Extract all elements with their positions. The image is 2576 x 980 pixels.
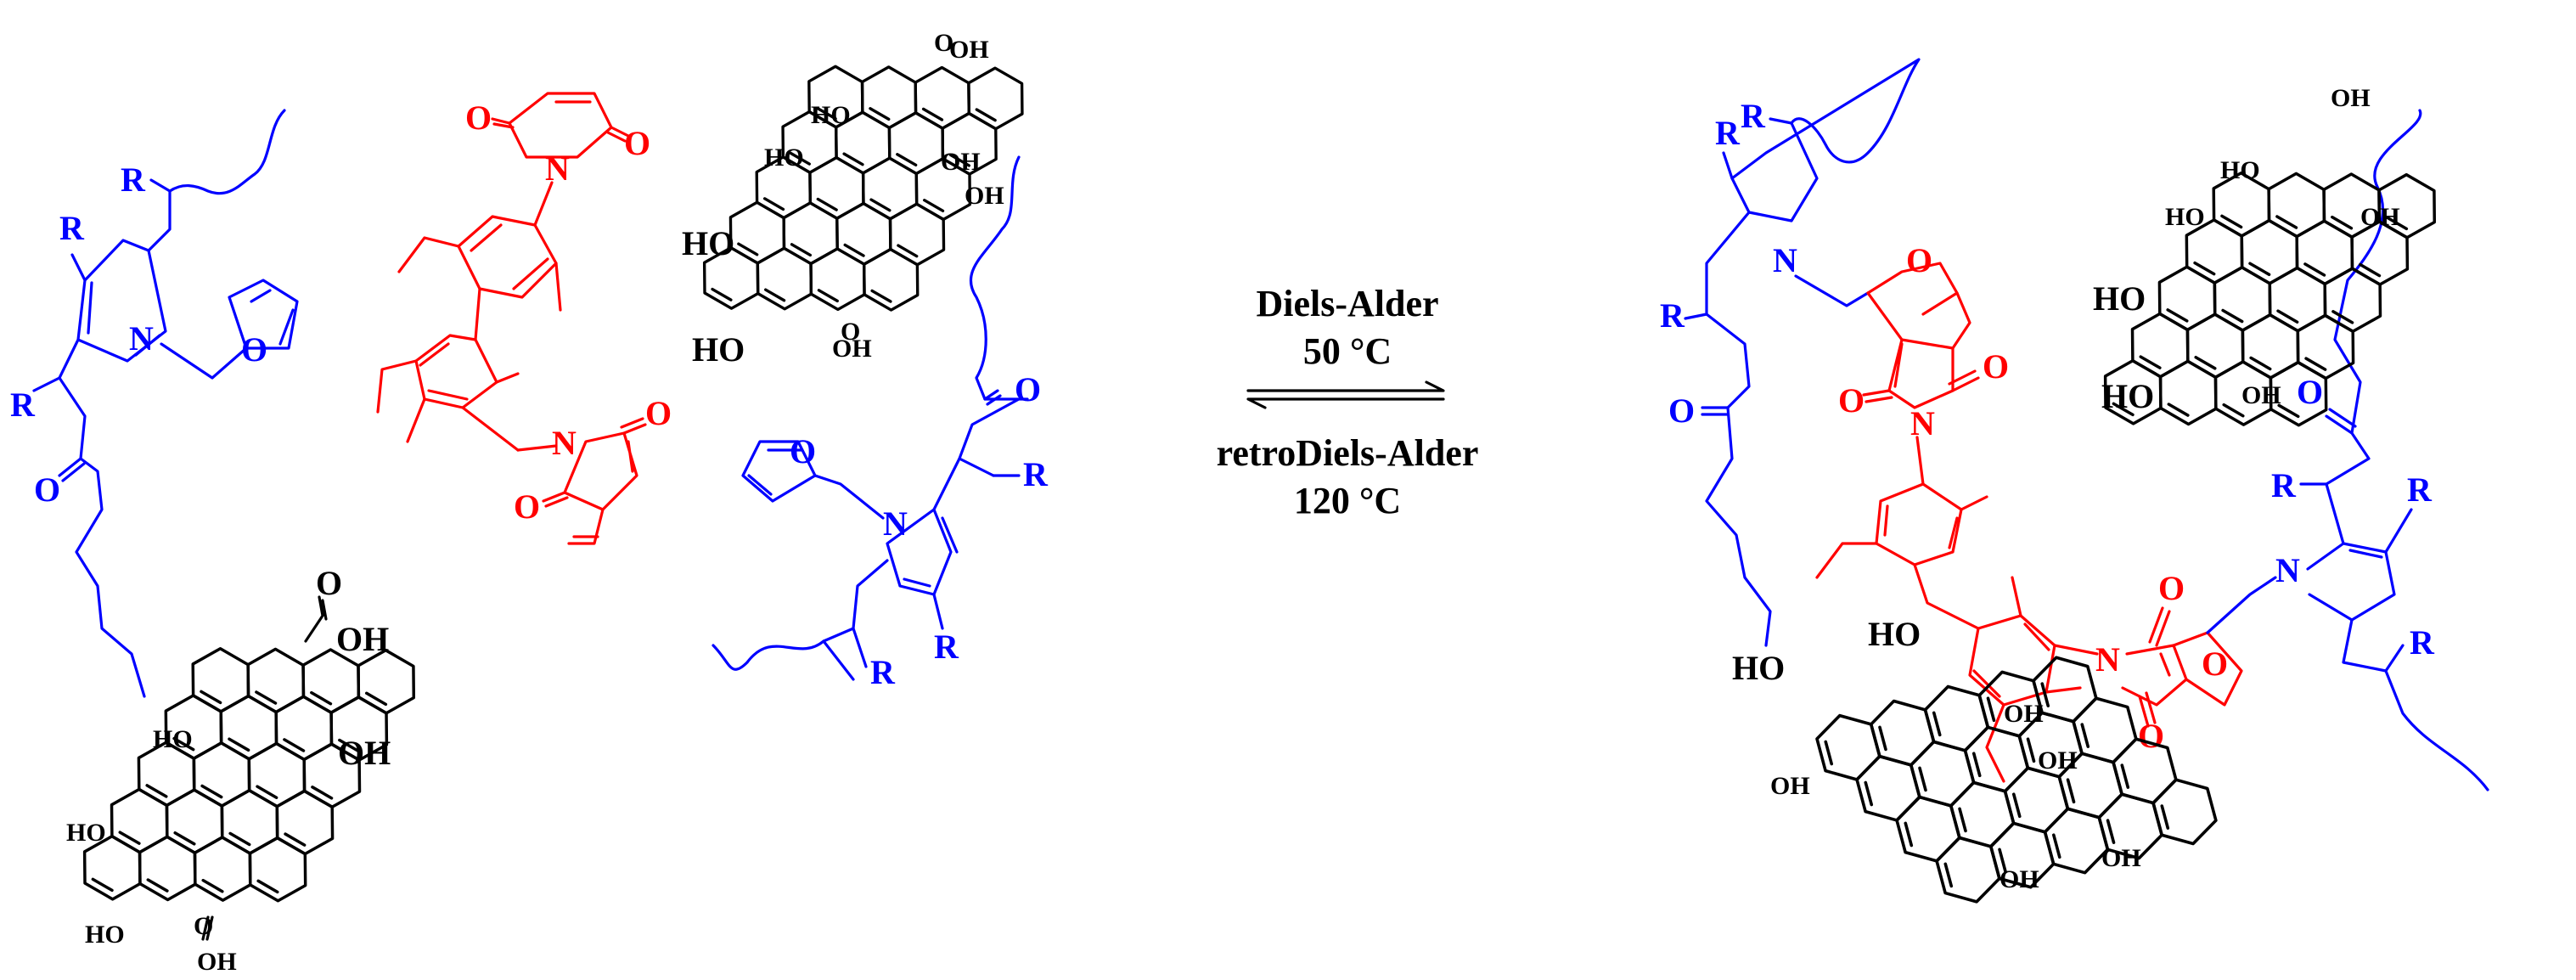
go2-ho-bottom: HO (692, 330, 745, 369)
product-o-imide-1a: O (1838, 381, 1865, 420)
polymer2-r-top: R (1023, 455, 1049, 493)
polymer2-r-bottom: R (934, 628, 959, 666)
product-o-imide-1b: O (1983, 347, 2009, 386)
product-r-ring: R (1715, 114, 1741, 152)
go1-oh-bottom: OH (197, 948, 237, 976)
bismaleimide-crosslinker: O O N N O O (376, 92, 672, 545)
go2-oh-right: OH (941, 148, 981, 176)
polymer1-r-branch: R (121, 161, 146, 199)
graphene-oxide-sheet-4: HO HO OH OH OH OH OH (1732, 615, 2222, 932)
polymer2-r-branch: R (870, 653, 896, 691)
go3-ho-bottom: HO (2101, 377, 2154, 415)
maleimide2-o-left: O (514, 487, 540, 526)
product-n-top: N (1773, 241, 1797, 279)
maleimide1-o-left: O (465, 99, 492, 137)
go1-o-top: O (316, 564, 342, 602)
product-r-left: R (1660, 296, 1685, 335)
go2-oh-bottom: OH (832, 335, 872, 363)
maleimide1-o-right: O (624, 124, 650, 162)
product-r-bottom-ring: R (2407, 470, 2433, 509)
forward-reaction-label: Diels-Alder (1256, 283, 1438, 324)
product-o-ketone-left: O (1668, 391, 1695, 430)
product-n-bottom: N (2275, 551, 2300, 589)
go1-ho-bottom: HO (85, 921, 125, 949)
go3-ho-left: HO (2093, 279, 2146, 318)
reverse-temperature: 120 °C (1294, 480, 1401, 521)
go4-ho-top: HO (1868, 615, 1921, 653)
go2-o-top: O (934, 29, 953, 57)
polymer1-r-top: R (59, 209, 85, 247)
product-r-top: R (1741, 97, 1766, 135)
product-o-imide-2a: O (2158, 569, 2185, 607)
go4-ho-left: HO (1732, 649, 1785, 687)
product-o-bridge-2: O (2202, 645, 2228, 683)
graphene-oxide-sheet-2: O OH HO HO OH OH HO HO O OH (682, 0, 1038, 387)
go2-ho-1: HO (811, 101, 851, 129)
go1-oh-right: OH (338, 734, 391, 772)
polymer2-o-ketone: O (1015, 370, 1041, 408)
product-polymer-chain-bottom: N R O R R (2206, 109, 2489, 791)
go2-oh-top: OH (949, 36, 989, 64)
furan1-o: O (241, 330, 267, 369)
go3-oh-bottom: OH (2241, 381, 2281, 409)
furan-polymer-chain-left: R R N O R O (10, 109, 299, 698)
maleimide2-o-right: O (645, 394, 672, 432)
go4-oh-2: OH (2038, 746, 2078, 774)
go2-oh-right2: OH (965, 182, 1004, 210)
product-o-ketone-right: O (2297, 373, 2323, 411)
go1-ho-left: HO (66, 819, 106, 847)
go1-o-bottom: O (194, 912, 213, 940)
product-r-bottom: R (2410, 623, 2435, 662)
go3-oh-right: OH (2360, 203, 2400, 231)
go4-oh-bottom: OH (1999, 865, 2039, 893)
product-polymer-chain-top: R R N R O (1660, 58, 1921, 647)
polymer1-r-lower: R (10, 386, 36, 424)
go2-ho-left: HO (682, 224, 734, 262)
product-n-imide-1: N (1910, 404, 1935, 442)
furan-polymer-chain-center: O R N R O R (711, 155, 1049, 691)
polymer2-n: N (883, 504, 908, 543)
go3-oh-top: OH (2331, 84, 2371, 112)
go4-oh-right: OH (2101, 844, 2141, 872)
go1-oh-top: OH (336, 620, 389, 658)
go4-oh-1: OH (2004, 700, 2044, 728)
go4-oh-left: OH (1770, 772, 1810, 800)
product-cycloadduct-1: O O O N N O O O (1815, 241, 2243, 783)
furan2-o: O (790, 432, 816, 470)
go3-ho-1: HO (2220, 156, 2260, 184)
forward-temperature: 50 °C (1303, 330, 1392, 372)
graphene-oxide-sheet-1: HO O OH OH HO HO O OH (66, 564, 429, 980)
maleimide1-n: N (545, 149, 570, 188)
product-r-right: R (2271, 466, 2297, 504)
go2-ho-2: HO (764, 144, 804, 172)
product-n-imide-2: N (2095, 640, 2120, 679)
reverse-reaction-label: retroDiels-Alder (1217, 432, 1479, 474)
go2-o-bottom: O (841, 318, 860, 346)
polymer1-n: N (129, 319, 154, 358)
graphene-oxide-sheet-3: OH HO HO OH HO HO OH (2089, 84, 2449, 505)
polymer1-o-ketone: O (34, 470, 60, 509)
go3-ho-2: HO (2165, 203, 2205, 231)
product-o-imide-2b: O (2138, 717, 2164, 755)
product-o-bridge-1: O (1906, 241, 1932, 279)
reaction-conditions: Diels-Alder 50 °C retroDiels-Alder 120 °… (1217, 283, 1479, 521)
equilibrium-arrow (1246, 380, 1445, 409)
go1-ho-top: HO (153, 725, 193, 753)
maleimide2-n: N (552, 424, 577, 462)
